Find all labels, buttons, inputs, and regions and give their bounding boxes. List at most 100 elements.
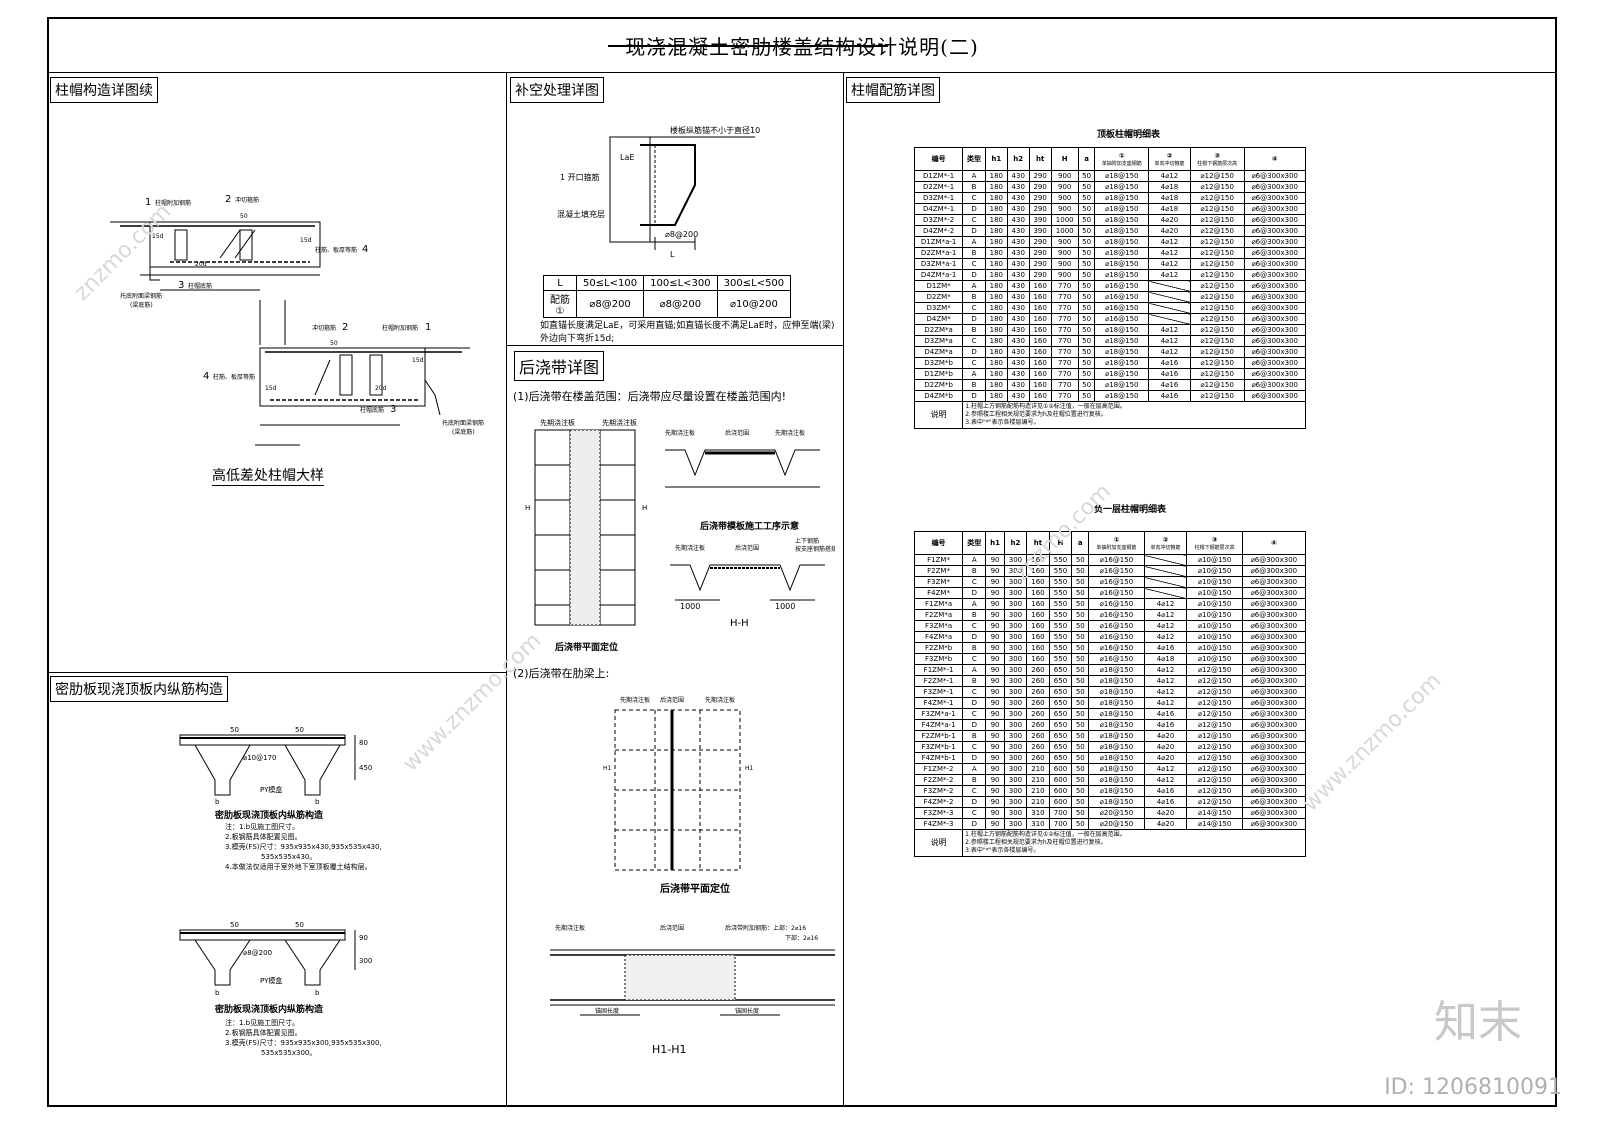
table-cell: 50 — [1071, 763, 1090, 775]
table-cell: 650 — [1048, 730, 1073, 742]
table-cell: C — [962, 192, 986, 204]
table-cell: 4⌀18 — [1148, 203, 1191, 215]
fill-table-v3: ⌀10@200 — [716, 290, 792, 318]
table-cell: 4⌀12 — [1143, 763, 1188, 775]
table-cell: F2ZM* — [913, 565, 964, 577]
table-cell: 430 — [1006, 192, 1030, 204]
table-cell: ⌀10@150 — [1186, 631, 1243, 643]
table-cell: 4⌀12 — [1143, 664, 1188, 676]
table-cell: 4⌀16 — [1148, 379, 1191, 391]
table-cell: 160 — [1026, 576, 1050, 588]
table-cell: A — [962, 554, 987, 566]
table-cell: F2ZM*a — [913, 609, 964, 621]
table-cell: ⌀12@150 — [1186, 796, 1243, 808]
table-cell: ⌀6@300x300 — [1241, 631, 1307, 643]
label-1-lower: 1 — [425, 322, 431, 333]
table-cell: D — [962, 818, 987, 830]
table-cell: D2ZM*a-1 — [913, 247, 964, 259]
table-cell: D — [962, 346, 986, 358]
table-cell: A — [962, 236, 986, 248]
table-cell: ⌀12@150 — [1189, 291, 1245, 303]
table-cell: 50 — [1077, 258, 1096, 270]
table-cell: 160 — [1028, 291, 1052, 303]
table-cell: ⌀12@150 — [1189, 368, 1245, 380]
title-block: 现浇混凝土密肋楼盖结构设计说明(二) — [47, 17, 1557, 73]
table-cell: 300 — [1003, 565, 1028, 577]
table-header-cell: H — [1050, 147, 1079, 171]
table-cell: 770 — [1050, 335, 1079, 347]
table-cell: ⌀12@150 — [1186, 730, 1243, 742]
table-cell: 180 — [984, 214, 1008, 226]
table-cell: 290 — [1028, 269, 1052, 281]
table-cell: ⌀12@150 — [1186, 763, 1243, 775]
table-cell: 4⌀12 — [1143, 686, 1188, 698]
table-cell: ⌀18@150 — [1088, 752, 1145, 764]
table-cell: C — [962, 357, 986, 369]
table-cell: ⌀18@150 — [1094, 170, 1150, 182]
table-cell: 300 — [1003, 620, 1028, 632]
table-cell: 770 — [1050, 291, 1079, 303]
table-cell: B — [962, 675, 987, 687]
table-cell: F3ZM*b — [913, 653, 964, 665]
table-cell: 310 — [1026, 807, 1050, 819]
table-cell: 260 — [1026, 675, 1050, 687]
pph1-anchor1: 锚固长度 — [595, 1007, 619, 1015]
table-cell: 50 — [1071, 653, 1090, 665]
table-cell: ⌀10@150 — [1186, 554, 1243, 566]
table-cell: 550 — [1048, 554, 1073, 566]
table-note-line: 2.参照楼工程相关规范要求为h及柱帽位置进行复核。 — [965, 411, 1107, 418]
table-cell: ⌀6@300x300 — [1241, 642, 1307, 654]
table-cell: 180 — [984, 247, 1008, 259]
table-cell: ⌀16@150 — [1088, 576, 1145, 588]
table-cell — [1143, 565, 1188, 577]
table-cell: ⌀18@150 — [1094, 335, 1150, 347]
dim-50-lower: 50 — [330, 340, 338, 347]
label-punch-upper: 冲切箍筋 — [235, 196, 259, 204]
table-cell: 430 — [1006, 357, 1030, 369]
table-cell: 180 — [984, 192, 1008, 204]
table-cell: 4⌀12 — [1143, 675, 1188, 687]
post-pour-cap-1: 后浇带模板施工工序示意 — [700, 522, 800, 532]
table-cell: F3ZM*-2 — [913, 785, 964, 797]
table-cell: ⌀10@150 — [1186, 587, 1243, 599]
table-cell: F4ZM*-3 — [913, 818, 964, 830]
table-cell: 4⌀16 — [1143, 642, 1188, 654]
table-cell: ⌀6@300x300 — [1243, 324, 1306, 336]
table-cell: 50 — [1077, 269, 1096, 281]
table-cell: 430 — [1006, 203, 1030, 215]
table-cell: ⌀18@150 — [1094, 324, 1150, 336]
dim-15d-lower: 15d — [265, 385, 277, 392]
table-cell: ⌀16@150 — [1094, 313, 1150, 325]
divider-left — [506, 73, 507, 1107]
pp2-first-b: 先期浇注板 — [705, 696, 735, 704]
table-cell: 550 — [1048, 576, 1073, 588]
table-cell: 90 — [985, 752, 1005, 764]
table-cell: 430 — [1006, 324, 1030, 336]
table-cell: 4⌀20 — [1143, 730, 1188, 742]
rib-notes-2-l2: 2.板钢筋具体配置见图。 — [225, 1029, 302, 1037]
pp-hh-d1: 1000 — [680, 602, 700, 611]
table-cell: ⌀12@150 — [1189, 236, 1245, 248]
rib2-rebar: ⌀8@200 — [243, 949, 272, 957]
pp2-first-a: 先期浇注板 — [620, 696, 650, 704]
table-cell: 300 — [1003, 554, 1028, 566]
table-cell: ⌀18@150 — [1094, 192, 1150, 204]
table-cell: 650 — [1048, 741, 1073, 753]
table-cell: 4⌀12 — [1148, 170, 1191, 182]
table-cell: 50 — [1071, 708, 1090, 720]
table-cell: ⌀18@150 — [1094, 346, 1150, 358]
table-cell: ⌀12@150 — [1189, 203, 1245, 215]
fill-label-rebar: ⌀8@200 — [665, 230, 698, 239]
fill-label-stirrup: 1 开口箍筋 — [560, 172, 600, 182]
rib-notes-2-l3: 3.模壳(FS)尺寸：935x935x300,935x535x300, — [225, 1039, 382, 1047]
table-cell: 260 — [1026, 697, 1050, 709]
table-cell: F4ZM* — [913, 587, 964, 599]
